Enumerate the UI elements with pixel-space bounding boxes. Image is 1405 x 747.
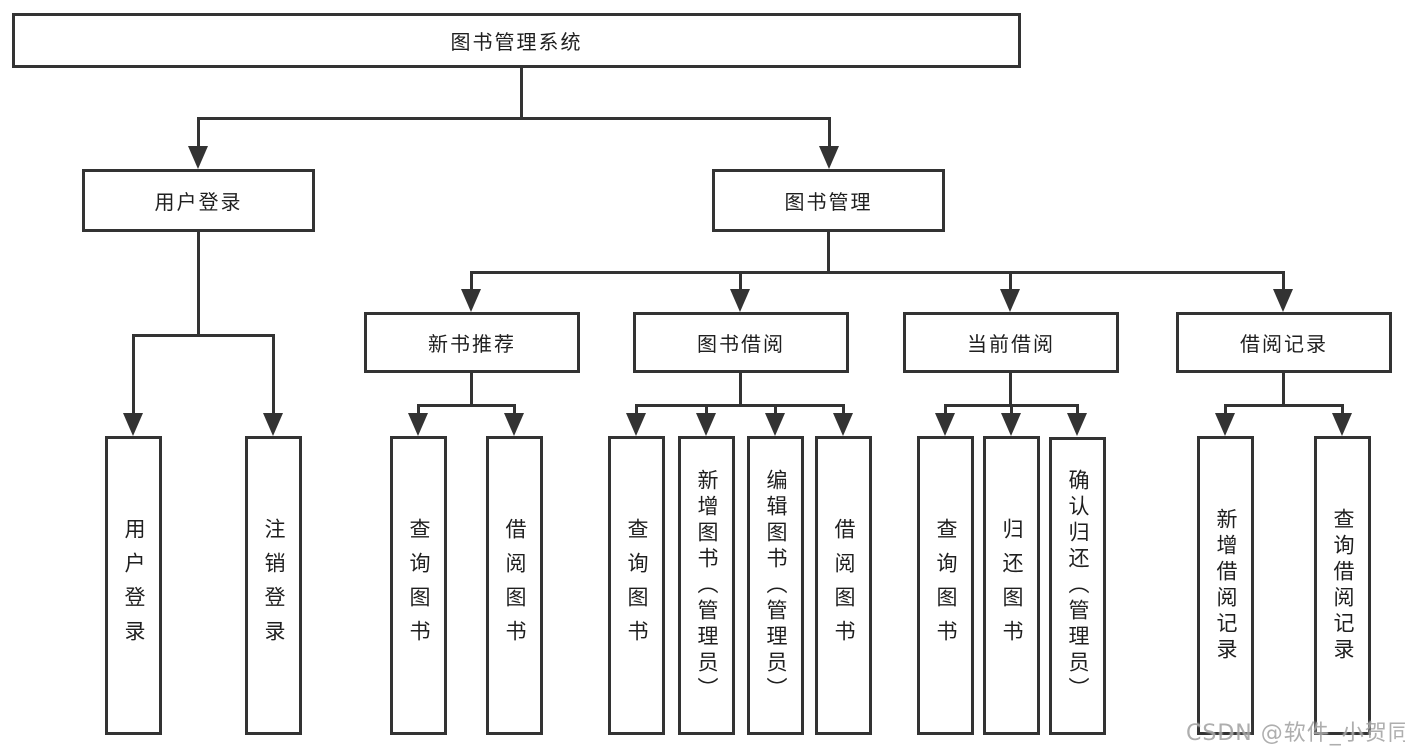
arrow-down-icon [1001, 413, 1021, 436]
leaf-borrowing-edit-books-admin-label: 编辑图书（管理员） [764, 468, 788, 703]
node-book-management: 图书管理 [712, 169, 945, 232]
arrow-down-icon [1000, 289, 1020, 312]
leaf-borrowing-add-books-admin-label: 新增图书（管理员） [695, 468, 719, 703]
arrow-down-icon [263, 413, 283, 436]
node-book-borrowing-label: 图书借阅 [697, 332, 785, 356]
node-new-book-recommend-label: 新书推荐 [428, 332, 516, 356]
node-current-borrowing-label: 当前借阅 [967, 332, 1055, 356]
leaf-current-query-books: 查询图书 [917, 436, 974, 735]
csdn-watermark: CSDN @软件_小贺同学 [1186, 721, 1405, 746]
node-user-login: 用户登录 [82, 169, 315, 232]
connector-line [417, 404, 420, 416]
connector-line [1282, 371, 1285, 407]
leaf-borrowing-query-books-label: 查询图书 [625, 517, 649, 654]
leaf-borrowing-borrow-books: 借阅图书 [815, 436, 872, 735]
connector-line [828, 117, 831, 149]
connector-line [132, 334, 275, 337]
connector-line [470, 271, 1285, 274]
leaf-recommend-borrow-books-label: 借阅图书 [503, 517, 527, 654]
node-current-borrowing: 当前借阅 [903, 312, 1119, 373]
node-borrowing-records-label: 借阅记录 [1240, 332, 1328, 356]
node-root-label: 图书管理系统 [450, 30, 583, 54]
arrow-down-icon [730, 289, 750, 312]
arrow-down-icon [765, 413, 785, 436]
connector-line [1224, 404, 1227, 416]
node-new-book-recommend: 新书推荐 [364, 312, 580, 373]
connector-line [197, 230, 200, 336]
leaf-records-query-record: 查询借阅记录 [1314, 436, 1371, 735]
leaf-records-add-record: 新增借阅记录 [1197, 436, 1254, 735]
arrow-down-icon [1215, 413, 1235, 436]
leaf-current-confirm-return-admin: 确认归还（管理员） [1049, 437, 1106, 735]
connector-line [827, 230, 830, 274]
connector-line [513, 404, 516, 416]
leaf-logout: 注销登录 [245, 436, 302, 735]
connector-line [635, 404, 638, 416]
node-book-management-label: 图书管理 [784, 190, 873, 214]
connector-line [132, 334, 135, 415]
connector-line [470, 371, 473, 407]
connector-line [1009, 271, 1012, 292]
arrow-down-icon [833, 413, 853, 436]
connector-line [272, 334, 275, 415]
leaf-current-query-books-label: 查询图书 [934, 517, 958, 654]
connector-line [635, 404, 845, 407]
leaf-current-confirm-return-admin-label: 确认归还（管理员） [1066, 469, 1090, 703]
node-borrowing-records: 借阅记录 [1176, 312, 1392, 373]
node-book-borrowing: 图书借阅 [633, 312, 849, 373]
arrow-down-icon [1067, 413, 1087, 436]
arrow-down-icon [935, 413, 955, 436]
arrow-down-icon [408, 413, 428, 436]
node-root: 图书管理系统 [12, 13, 1021, 68]
connector-line [1076, 404, 1079, 416]
connector-line [842, 404, 845, 416]
connector-line [774, 404, 777, 416]
connector-line [470, 271, 473, 292]
node-user-login-label: 用户登录 [154, 190, 243, 214]
leaf-recommend-query-books: 查询图书 [390, 436, 447, 735]
arrow-down-icon [626, 413, 646, 436]
arrow-down-icon [461, 289, 481, 312]
arrow-down-icon [1273, 289, 1293, 312]
leaf-user-login: 用户登录 [105, 436, 162, 735]
connector-line [1341, 404, 1344, 416]
connector-line [417, 404, 516, 407]
leaf-borrowing-borrow-books-label: 借阅图书 [832, 517, 856, 654]
arrow-down-icon [819, 146, 839, 169]
leaf-borrowing-add-books-admin: 新增图书（管理员） [678, 436, 735, 735]
leaf-borrowing-edit-books-admin: 编辑图书（管理员） [747, 436, 804, 735]
leaf-logout-label: 注销登录 [262, 517, 286, 654]
connector-line [739, 271, 742, 292]
arrow-down-icon [504, 413, 524, 436]
arrow-down-icon [696, 413, 716, 436]
leaf-recommend-borrow-books: 借阅图书 [486, 436, 543, 735]
connector-line [1009, 371, 1012, 407]
arrow-down-icon [1332, 413, 1352, 436]
arrow-down-icon [188, 146, 208, 169]
connector-line [739, 371, 742, 407]
leaf-recommend-query-books-label: 查询图书 [407, 517, 431, 654]
connector-line [520, 66, 523, 119]
connector-line [1224, 404, 1344, 407]
leaf-current-return-books-label: 归还图书 [1000, 517, 1024, 654]
leaf-records-query-record-label: 查询借阅记录 [1331, 507, 1355, 664]
connector-line [197, 117, 831, 120]
leaf-borrowing-query-books: 查询图书 [608, 436, 665, 735]
leaf-user-login-label: 用户登录 [122, 517, 146, 654]
connector-line [944, 404, 947, 416]
connector-line [1010, 404, 1013, 416]
connector-line [1282, 271, 1285, 292]
connector-line [705, 404, 708, 416]
leaf-current-return-books: 归还图书 [983, 436, 1040, 735]
arrow-down-icon [123, 413, 143, 436]
connector-line [197, 117, 200, 149]
leaf-records-add-record-label: 新增借阅记录 [1214, 507, 1238, 664]
